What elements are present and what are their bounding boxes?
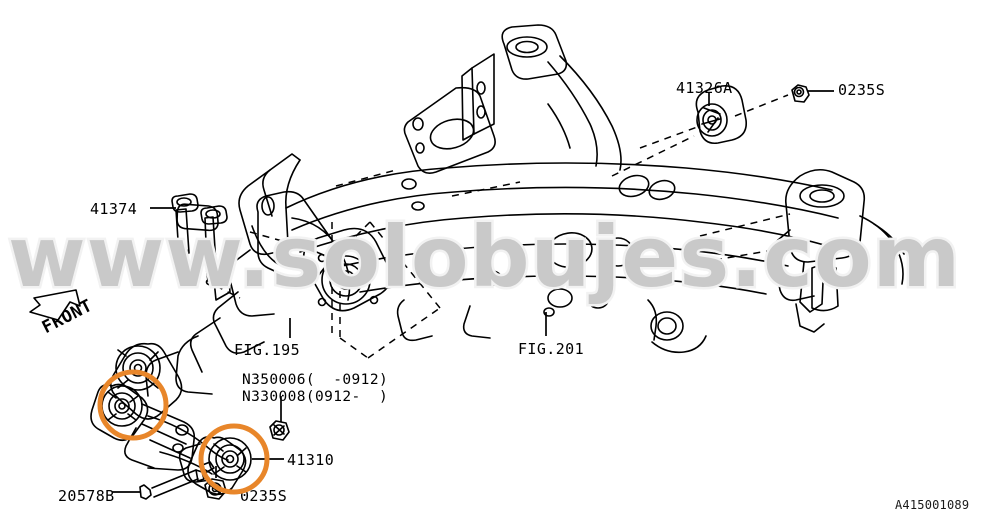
highlight-circle-bushing-right (198, 423, 270, 495)
callout-20578b: 20578B (58, 487, 115, 505)
callout-n330008: N330008(0912- ) (242, 389, 389, 405)
callout-41374: 41374 (90, 200, 138, 218)
callout-41326a: 41326A (676, 79, 733, 97)
callout-fig-201: FIG.201 (518, 340, 585, 358)
diagram-code: A415001089 (895, 498, 970, 512)
callout-0235s-top: 0235S (838, 81, 886, 99)
callout-n350006: N350006( -0912) (242, 372, 389, 388)
front-arrow (29, 289, 81, 321)
callout-0235s-bottom: 0235S (240, 487, 288, 505)
callout-41310: 41310 (287, 451, 335, 469)
callout-fig-195: FIG.195 (234, 341, 301, 359)
highlight-circles (97, 369, 270, 495)
highlight-circle-bushing-left (97, 369, 169, 441)
